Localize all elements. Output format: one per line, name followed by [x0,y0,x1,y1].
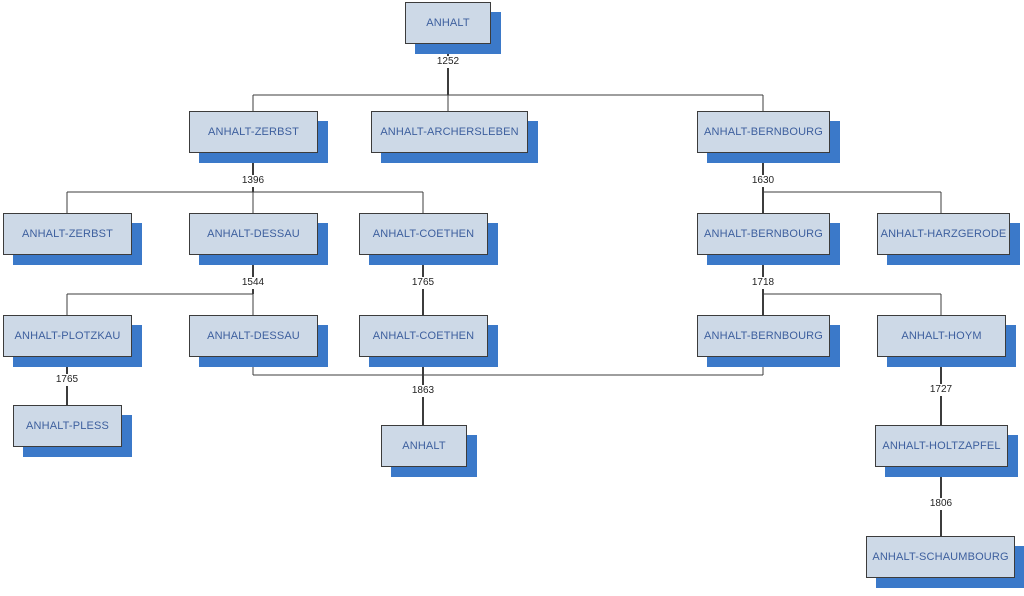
node-box: ANHALT-ARCHERSLEBEN [371,111,528,153]
node-box: ANHALT [405,2,491,44]
node-box: ANHALT-DESSAU [189,315,318,357]
node-anhalt-zerbst-1396[interactable]: ANHALT-ZERBST [3,213,142,265]
node-label: ANHALT-BERNBOURG [704,330,823,342]
edge-label-1765-coethen: 1765 [409,277,437,289]
node-label: ANHALT-HOLTZAPFEL [882,440,1001,452]
node-box: ANHALT-PLOTZKAU [3,315,132,357]
node-box: ANHALT [381,425,467,467]
node-box: ANHALT-PLESS [13,405,122,447]
node-label: ANHALT-ZERBST [22,228,113,240]
node-anhalt-bernbourg-1252[interactable]: ANHALT-BERNBOURG [697,111,840,163]
node-box: ANHALT-BERNBOURG [697,111,830,153]
edge-label-1863: 1863 [409,385,437,397]
node-label: ANHALT-HOYM [901,330,982,342]
node-label: ANHALT-PLOTZKAU [14,330,121,342]
node-label: ANHALT-COETHEN [372,330,475,342]
node-label: ANHALT-ZERBST [208,126,299,138]
edge-label-1396: 1396 [239,175,267,187]
node-box: ANHALT-BERNBOURG [697,213,830,255]
node-anhalt-bernbourg-1630[interactable]: ANHALT-BERNBOURG [697,213,840,265]
node-label: ANHALT-DESSAU [207,330,300,342]
node-label: ANHALT-COETHEN [372,228,475,240]
node-label: ANHALT-DESSAU [207,228,300,240]
node-anhalt-reunified-1863[interactable]: ANHALT [381,425,477,477]
node-anhalt-coethen-1765[interactable]: ANHALT-COETHEN [359,315,498,367]
node-label: ANHALT [426,17,470,29]
edge-label-1544: 1544 [239,277,267,289]
node-anhalt-coethen-1396[interactable]: ANHALT-COETHEN [359,213,498,265]
node-box: ANHALT-ZERBST [3,213,132,255]
node-box: ANHALT-COETHEN [359,315,488,357]
node-anhalt-archersleben[interactable]: ANHALT-ARCHERSLEBEN [371,111,538,163]
node-box: ANHALT-HARZGERODE [877,213,1010,255]
node-anhalt-dessau-1544[interactable]: ANHALT-DESSAU [189,315,328,367]
node-label: ANHALT [402,440,446,452]
edge-label-1718: 1718 [749,277,777,289]
node-box: ANHALT-DESSAU [189,213,318,255]
edge-label-1252: 1252 [434,56,462,68]
node-anhalt-holtzapfel[interactable]: ANHALT-HOLTZAPFEL [875,425,1018,477]
node-anhalt-bernbourg-1718[interactable]: ANHALT-BERNBOURG [697,315,840,367]
node-anhalt-plotzkau[interactable]: ANHALT-PLOTZKAU [3,315,142,367]
node-anhalt-schaumbourg[interactable]: ANHALT-SCHAUMBOURG [866,536,1024,588]
node-anhalt-zerbst-1252[interactable]: ANHALT-ZERBST [189,111,328,163]
node-label: ANHALT-BERNBOURG [704,228,823,240]
node-label: ANHALT-BERNBOURG [704,126,823,138]
node-anhalt-pless[interactable]: ANHALT-PLESS [13,405,132,457]
node-box: ANHALT-BERNBOURG [697,315,830,357]
node-box: ANHALT-SCHAUMBOURG [866,536,1015,578]
node-label: ANHALT-HARZGERODE [880,228,1007,240]
node-label: ANHALT-SCHAUMBOURG [872,551,1009,563]
edge-label-1630: 1630 [749,175,777,187]
node-label: ANHALT-PLESS [26,420,109,432]
node-anhalt-dessau-1396[interactable]: ANHALT-DESSAU [189,213,328,265]
node-anhalt-harzgerode[interactable]: ANHALT-HARZGERODE [877,213,1020,265]
node-box: ANHALT-HOYM [877,315,1006,357]
edge-label-1727: 1727 [927,384,955,396]
node-box: ANHALT-COETHEN [359,213,488,255]
edge-label-1806: 1806 [927,498,955,510]
node-box: ANHALT-HOLTZAPFEL [875,425,1008,467]
node-anhalt-hoym[interactable]: ANHALT-HOYM [877,315,1016,367]
node-box: ANHALT-ZERBST [189,111,318,153]
edge-label-1765-plotzkau: 1765 [53,374,81,386]
node-anhalt-root[interactable]: ANHALT [405,2,501,54]
node-label: ANHALT-ARCHERSLEBEN [380,126,519,138]
